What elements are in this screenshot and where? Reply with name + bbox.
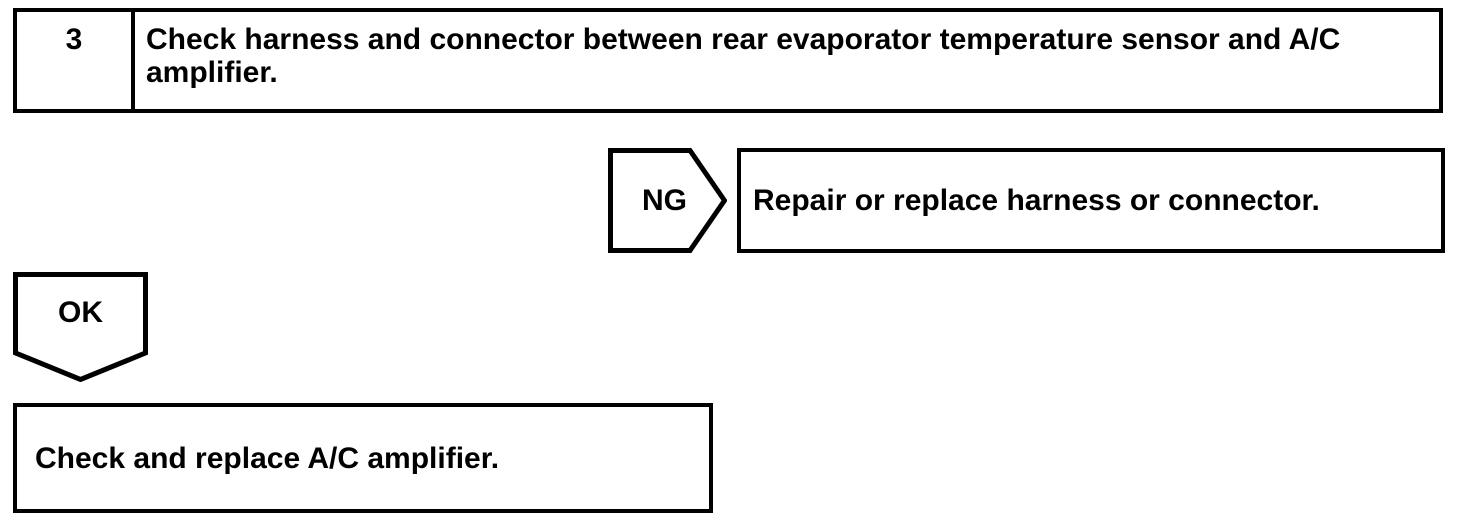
ok-action-text: Check and replace A/C amplifier. bbox=[35, 441, 500, 475]
ng-action-box: Repair or replace harness or connector. bbox=[737, 148, 1445, 253]
ng-label: NG bbox=[642, 183, 687, 217]
ng-connector-shape: NG bbox=[608, 148, 727, 253]
step-box: 3 Check harness and connector between re… bbox=[13, 8, 1443, 113]
ok-connector-shape: OK bbox=[13, 272, 148, 382]
step-instruction: Check harness and connector between rear… bbox=[146, 23, 1341, 89]
ng-pentagon-right-icon bbox=[608, 148, 727, 253]
ok-action-box: Check and replace A/C amplifier. bbox=[13, 403, 713, 513]
ng-action-text: Repair or replace harness or connector. bbox=[753, 184, 1320, 217]
step-number: 3 bbox=[17, 12, 135, 109]
ok-label: OK bbox=[58, 295, 103, 329]
ok-pentagon-down-icon bbox=[13, 272, 148, 382]
